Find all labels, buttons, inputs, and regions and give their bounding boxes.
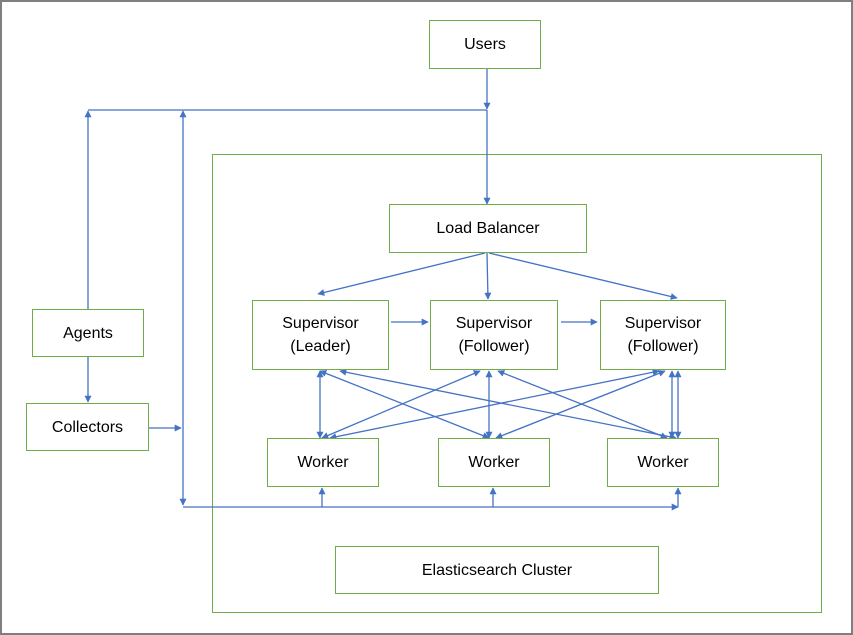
elasticsearch-cluster-box: Elasticsearch Cluster [335, 546, 659, 594]
arrow-follower-2-worker-2 [495, 370, 666, 439]
worker-3-label: Worker [637, 454, 689, 471]
supervisor-leader-box: Supervisor (Leader) [252, 300, 389, 370]
supervisor-leader-label-2: (Leader) [290, 338, 351, 355]
worker-2-box: Worker [438, 438, 550, 487]
agents-label: Agents [63, 324, 113, 342]
arrow-leader-worker-3 [339, 368, 677, 441]
supervisor-follower-1-label-2: (Follower) [458, 338, 530, 355]
cluster-container [212, 154, 822, 613]
supervisor-follower-1-label-1: Supervisor [455, 315, 533, 332]
users-label: Users [464, 36, 506, 53]
load-balancer-box: Load Balancer [389, 204, 587, 253]
agents-box: Agents [32, 309, 144, 357]
collectors-label: Collectors [51, 418, 124, 436]
worker-1-label: Worker [297, 454, 349, 471]
users-box: Users [429, 20, 541, 69]
supervisor-follower-2-box: Supervisor (Follower) [600, 300, 726, 370]
collectors-box: Collectors [26, 403, 149, 451]
arrow-lb-to-follower-2 [488, 252, 678, 300]
worker-1-box: Worker [267, 438, 379, 487]
supervisor-follower-1-box: Supervisor (Follower) [430, 300, 558, 370]
arrow-lb-to-follower-1 [484, 252, 492, 300]
elasticsearch-cluster-label: Elasticsearch Cluster [421, 561, 573, 579]
arrow-follower-2-worker-1 [329, 368, 660, 441]
load-balancer-label: Load Balancer [436, 220, 540, 237]
arrow-follower-1-worker-3 [497, 370, 668, 439]
supervisor-leader-label-1: Supervisor [282, 315, 359, 332]
arrow-lb-to-leader [317, 252, 486, 296]
worker-3-box: Worker [607, 438, 719, 487]
supervisor-follower-2-label-2: (Follower) [627, 338, 699, 355]
supervisor-follower-2-label-1: Supervisor [624, 315, 702, 332]
worker-2-label: Worker [468, 454, 520, 471]
